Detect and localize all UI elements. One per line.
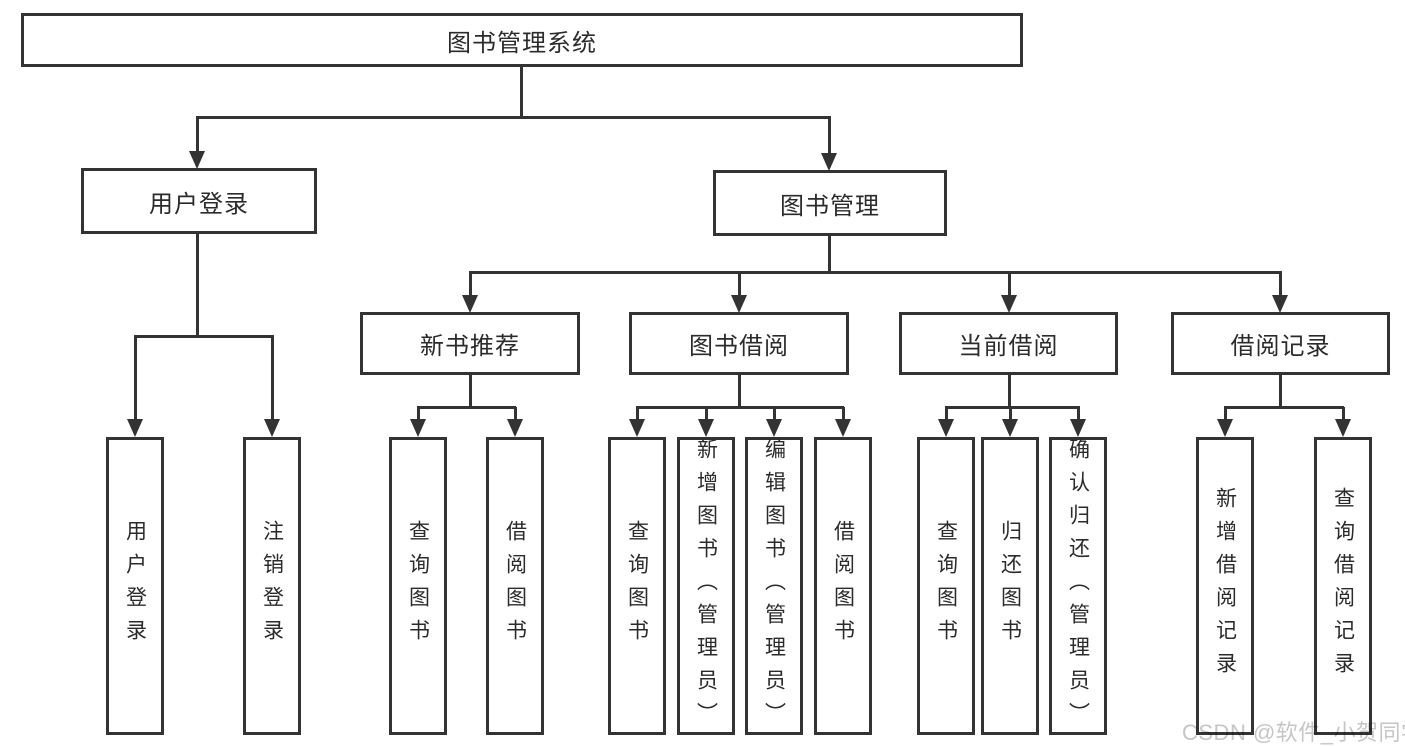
connector-line [417,406,516,409]
connector-line [1342,407,1345,422]
node-new-book-recommend: 新书推荐 [360,312,580,375]
node-label: 新书推荐 [420,333,520,360]
leaf-return-book: 归还图书 [981,437,1039,735]
connector-line [196,116,831,119]
arrowhead-down-icon [835,419,851,437]
leaf-query-borrow-record: 查询借阅记录 [1314,437,1372,735]
connector-line [271,336,274,422]
node-library-management-system: 图书管理系统 [21,13,1023,67]
node-book-borrowing: 图书借阅 [629,312,849,375]
node-label: 新增借阅记录 [1213,487,1237,685]
node-borrow-records: 借阅记录 [1171,312,1390,375]
connector-line [773,407,776,422]
node-label: 查询图书 [934,520,958,652]
node-label: 借阅记录 [1230,333,1331,360]
node-label: 查询图书 [406,520,430,652]
arrowhead-down-icon [1002,419,1018,437]
arrowhead-down-icon [127,419,143,437]
node-label: 编辑图书（管理员） [762,437,786,735]
leaf-add-book-admin: 新增图书（管理员） [677,437,735,735]
node-label: 用户登录 [149,190,249,218]
leaf-borrow-books-recommend: 借阅图书 [486,437,544,735]
connector-line [636,406,844,409]
connector-line [828,236,831,274]
arrowhead-down-icon [938,419,954,437]
connector-line [1008,375,1011,409]
connector-line [514,407,517,422]
leaf-query-books-borrowing: 查询图书 [608,437,666,735]
connector-line [945,406,1080,409]
leaf-query-books-recommend: 查询图书 [389,437,447,735]
arrowhead-down-icon [1001,295,1017,313]
leaf-user-login: 用户登录 [106,437,164,735]
node-label: 图书管理系统 [447,29,597,57]
connector-line [828,117,831,153]
node-user-login-branch: 用户登录 [81,168,317,234]
connector-line [1224,407,1227,422]
node-label: 新增图书（管理员） [694,437,718,735]
leaf-edit-book-admin: 编辑图书（管理员） [745,437,803,735]
arrowhead-down-icon [410,419,426,437]
arrowhead-down-icon [1217,419,1233,437]
connector-line [738,375,741,409]
connector-line [520,67,523,119]
arrowhead-down-icon [821,153,837,171]
connector-line [1224,406,1344,409]
connector-line [196,234,199,338]
connector-line [842,407,845,422]
node-book-management-branch: 图书管理 [713,170,947,236]
connector-line [636,407,639,422]
connector-line [196,117,199,153]
arrowhead-down-icon [698,419,714,437]
node-current-borrowing: 当前借阅 [899,312,1118,375]
connector-line [1009,407,1012,422]
connector-line [134,335,274,338]
connector-line [1279,375,1282,409]
arrowhead-down-icon [766,419,782,437]
node-label: 查询借阅记录 [1331,487,1355,685]
arrowhead-down-icon [731,295,747,313]
arrowhead-down-icon [264,419,280,437]
connector-line [469,271,1282,274]
connector-line [1279,272,1282,297]
node-label: 归还图书 [998,520,1022,652]
node-label: 用户登录 [123,520,147,652]
node-label: 借阅图书 [503,520,527,652]
leaf-logout: 注销登录 [243,437,301,735]
connector-line [1008,272,1011,297]
connector-line [469,375,472,409]
node-label: 查询图书 [625,520,649,652]
connector-line [738,272,741,297]
connector-line [469,272,472,297]
node-label: 当前借阅 [958,333,1059,360]
arrowhead-down-icon [1272,295,1288,313]
node-label: 注销登录 [260,520,284,652]
leaf-query-books-current: 查询图书 [917,437,975,735]
arrowhead-down-icon [629,419,645,437]
connector-line [1077,407,1080,422]
arrowhead-down-icon [462,295,478,313]
node-label: 确认归还（管理员） [1066,437,1090,735]
leaf-confirm-return-admin: 确认归还（管理员） [1049,437,1107,735]
connector-line [417,407,420,422]
leaf-add-borrow-record: 新增借阅记录 [1196,437,1254,735]
arrowhead-down-icon [189,151,205,169]
arrowhead-down-icon [507,419,523,437]
watermark-text: CSDN @软件_小贺同学 [1182,720,1405,745]
node-label: 图书借阅 [689,333,789,360]
arrowhead-down-icon [1070,419,1086,437]
node-label: 图书管理 [780,192,880,220]
connector-line [134,336,137,422]
node-label: 借阅图书 [831,520,855,652]
connector-line [705,407,708,422]
arrowhead-down-icon [1335,419,1351,437]
leaf-borrow-books-borrowing: 借阅图书 [814,437,872,735]
connector-line [945,407,948,422]
